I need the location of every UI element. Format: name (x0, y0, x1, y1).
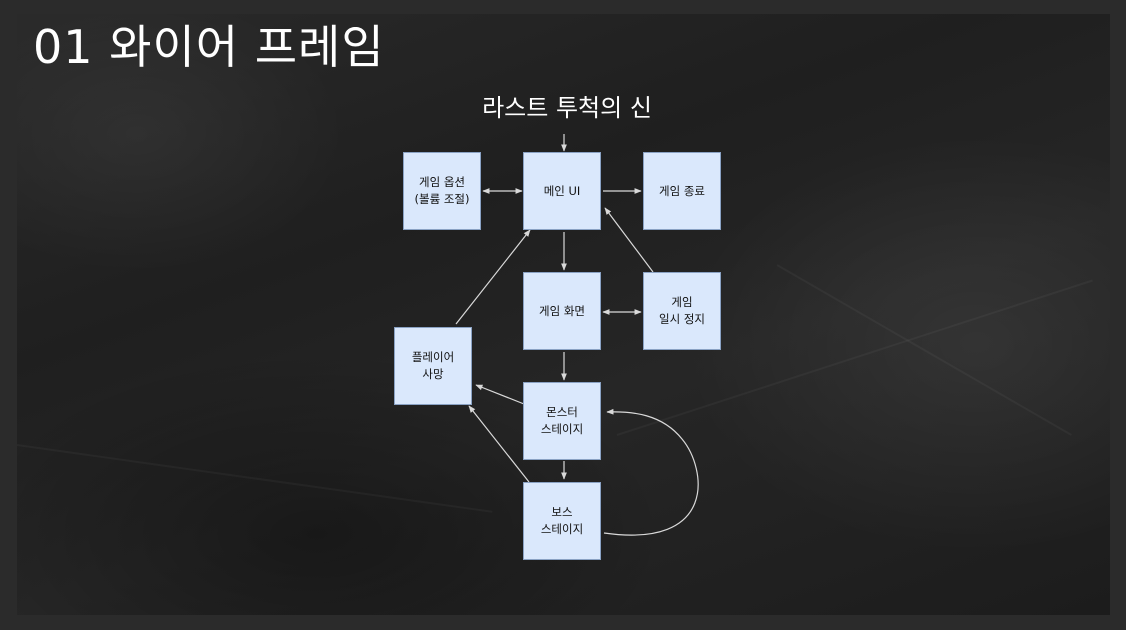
node-game-pause: 게임 일시 정지 (643, 272, 721, 350)
node-game-screen: 게임 화면 (523, 272, 601, 350)
slide-title: 01 와이어 프레임 (33, 20, 385, 74)
node-main-ui: 메인 UI (523, 152, 601, 230)
node-boss-stage: 보스 스테이지 (523, 482, 601, 560)
flow-diagram: 라스트 투척의 신 게임 옵션 (볼륨 조절) 메인 UI 게임 종료 게임 화… (17, 14, 1110, 615)
edge-death-to-main-ui (455, 229, 531, 325)
diagram-title: 라스트 투척의 신 (482, 94, 652, 122)
diagram-edges (455, 134, 699, 536)
edge-boss-to-monster-loop (603, 408, 699, 536)
edge-pause-to-main-ui (604, 207, 654, 273)
node-game-options: 게임 옵션 (볼륨 조절) (403, 152, 481, 230)
slide: 01 와이어 프레임 (17, 14, 1110, 615)
edge-monster-to-death (475, 384, 525, 405)
node-game-exit: 게임 종료 (643, 152, 721, 230)
node-monster-stage: 몬스터 스테이지 (523, 382, 601, 460)
edge-boss-to-death (468, 405, 530, 483)
node-player-death: 플레이어 사망 (394, 327, 472, 405)
